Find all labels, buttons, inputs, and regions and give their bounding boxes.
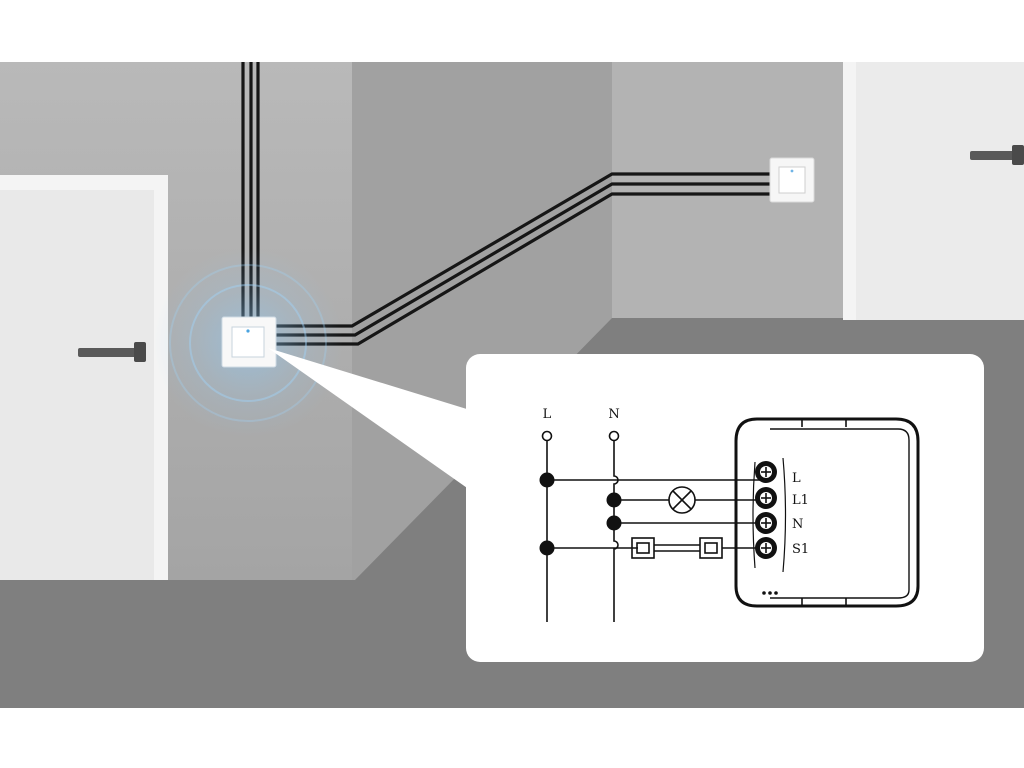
terminal-label-l1: L1 xyxy=(792,493,809,508)
left-door xyxy=(0,175,168,580)
junction-dot xyxy=(606,492,622,508)
smart-switch xyxy=(153,248,343,438)
diagram-panel xyxy=(466,354,984,662)
junction-dot xyxy=(606,515,622,531)
terminal-label-s1: S1 xyxy=(792,542,809,557)
door-handle-icon xyxy=(78,342,146,362)
wall-switch-icon xyxy=(769,157,815,203)
terminal-label-n: N xyxy=(792,517,803,532)
smart-relay-module-icon xyxy=(734,417,920,608)
screw-terminal-icon xyxy=(755,537,777,559)
callout-pointer xyxy=(268,348,470,490)
label-live: L xyxy=(543,407,552,422)
wall-switch-icon xyxy=(221,316,277,368)
junction-dot xyxy=(539,472,555,488)
screw-terminal-icon xyxy=(755,487,777,509)
label-neutral: N xyxy=(608,407,619,422)
wiring-diagram: L N xyxy=(539,407,920,622)
lamp-icon xyxy=(668,486,696,514)
screw-terminal-icon xyxy=(755,512,777,534)
door-handle-icon xyxy=(970,145,1024,165)
screw-terminal-icon xyxy=(755,461,777,483)
right-door xyxy=(843,62,1024,320)
junction-dot xyxy=(539,540,555,556)
terminal-label-l: L xyxy=(792,471,801,486)
wall-switch-icon xyxy=(631,537,723,559)
